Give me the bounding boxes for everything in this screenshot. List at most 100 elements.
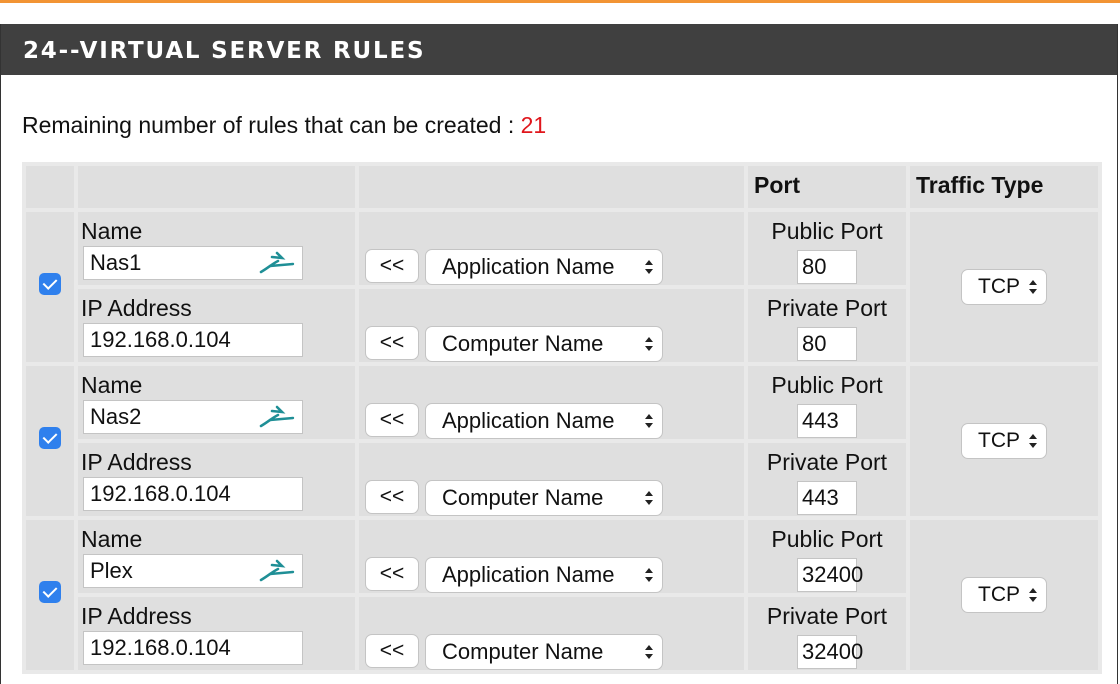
rule-checkbox-cell (26, 212, 74, 362)
rule-row-bottom: IP Address 192.168.0.104 << Computer Name… (26, 597, 1098, 670)
top-accent-strip (0, 0, 1120, 3)
ip-value: 192.168.0.104 (90, 481, 231, 506)
public-port-cell: Public Port 443 (748, 366, 906, 439)
name-label: Name (81, 218, 143, 244)
computer-select-value: Computer Name (442, 639, 604, 664)
ip-value: 192.168.0.104 (90, 635, 231, 660)
computer-name-select[interactable]: Computer Name (425, 480, 663, 516)
rules-table: Port Traffic Type Name Nas1 <<Applicatio… (22, 162, 1102, 674)
ip-cell: IP Address 192.168.0.104 (78, 443, 355, 516)
application-cell: << Application Name (359, 520, 744, 593)
rule-checkbox-cell (26, 520, 74, 670)
table-header-row: Port Traffic Type (26, 166, 1098, 208)
ip-cell: IP Address 192.168.0.104 (78, 597, 355, 670)
rule-checkbox-cell (26, 366, 74, 516)
updown-arrows-icon (645, 260, 653, 274)
updown-arrows-icon (645, 645, 653, 659)
header-traffic-type: Traffic Type (910, 166, 1098, 208)
ip-label: IP Address (81, 603, 192, 629)
copy-computer-button[interactable]: << (365, 634, 419, 668)
updown-arrows-icon (1029, 588, 1037, 602)
header-empty-app (359, 166, 744, 208)
application-name-select[interactable]: Application Name (425, 403, 663, 439)
traffic-type-select[interactable]: TCP (961, 577, 1047, 613)
autofill-key-icon[interactable] (258, 405, 296, 430)
updown-arrows-icon (645, 337, 653, 351)
private-port-cell: Private Port 80 (748, 289, 906, 362)
public-port-cell: Public Port 32400 (748, 520, 906, 593)
copy-application-button[interactable]: << (365, 557, 419, 591)
autofill-key-icon[interactable] (258, 559, 296, 584)
panel-title: 24--VIRTUAL SERVER RULES (1, 24, 1117, 75)
private-port-input[interactable]: 32400 (797, 635, 863, 669)
computer-select-value: Computer Name (442, 331, 604, 356)
name-cell: Name Nas1 (78, 212, 355, 285)
updown-arrows-icon (645, 414, 653, 428)
computer-cell: << Computer Name (359, 597, 744, 670)
private-port-cell: Private Port 443 (748, 443, 906, 516)
public-port-input[interactable]: 443 (797, 404, 857, 438)
rule-row-top: Name Nas2 << Application Name Public Port… (26, 366, 1098, 516)
rule-row-bottom: IP Address 192.168.0.104 << Computer Name… (26, 289, 1098, 362)
autofill-key-icon[interactable] (258, 251, 296, 276)
traffic-type-cell: TCP (910, 212, 1098, 362)
name-label: Name (81, 526, 143, 552)
computer-cell: << Computer Name (359, 443, 744, 516)
public-port-input[interactable]: 32400 (797, 558, 863, 592)
name-cell: Name Nas2 (78, 366, 355, 439)
updown-arrows-icon (1029, 280, 1037, 294)
updown-arrows-icon (645, 568, 653, 582)
rule-row-top: Name Plex << Application Name Public Port… (26, 520, 1098, 670)
traffic-type-cell: TCP (910, 366, 1098, 516)
application-cell: << Application Name (359, 366, 744, 439)
rule-row-bottom: IP Address 192.168.0.104 << Computer Name… (26, 443, 1098, 516)
private-port-input[interactable]: 80 (797, 327, 857, 361)
application-name-select[interactable]: Application Name (425, 557, 663, 593)
remaining-count: 21 (520, 112, 547, 138)
computer-name-select[interactable]: Computer Name (425, 634, 663, 670)
computer-select-value: Computer Name (442, 485, 604, 510)
application-cell: <<Application Name (359, 212, 744, 285)
public-port-label: Public Port (771, 218, 883, 244)
ip-address-input[interactable]: 192.168.0.104 (83, 631, 303, 665)
traffic-type-select[interactable]: TCP (961, 269, 1047, 305)
rule-row-top: Name Nas1 <<Application Name Public Port… (26, 212, 1098, 362)
public-port-input[interactable]: 80 (797, 250, 857, 284)
copy-computer-button[interactable]: << (365, 480, 419, 514)
name-input[interactable]: Nas2 (83, 400, 303, 434)
updown-arrows-icon (645, 491, 653, 505)
rule-enable-checkbox[interactable] (39, 427, 61, 449)
traffic-type-value: TCP (978, 429, 1020, 452)
name-input[interactable]: Nas1 (83, 246, 303, 280)
private-port-input[interactable]: 443 (797, 481, 857, 515)
rule-enable-checkbox[interactable] (39, 273, 61, 295)
name-cell: Name Plex (78, 520, 355, 593)
traffic-type-cell: TCP (910, 520, 1098, 670)
name-label: Name (81, 372, 143, 398)
copy-application-button[interactable]: << (365, 403, 419, 437)
copy-application-button[interactable]: << (365, 249, 419, 283)
copy-computer-button[interactable]: << (365, 326, 419, 360)
private-port-label: Private Port (766, 295, 888, 321)
public-port-cell: Public Port 80 (748, 212, 906, 285)
computer-cell: << Computer Name (359, 289, 744, 362)
ip-address-input[interactable]: 192.168.0.104 (83, 477, 303, 511)
rule-enable-checkbox[interactable] (39, 581, 61, 603)
application-name-select[interactable]: Application Name (425, 249, 663, 285)
remaining-rules: Remaining number of rules that can be cr… (22, 112, 546, 139)
name-value: Nas1 (90, 250, 142, 275)
traffic-type-value: TCP (978, 275, 1020, 298)
traffic-type-select[interactable]: TCP (961, 423, 1047, 459)
ip-label: IP Address (81, 295, 192, 321)
private-port-label: Private Port (766, 603, 888, 629)
remaining-label: Remaining number of rules that can be cr… (22, 112, 515, 138)
header-empty-check (26, 166, 74, 208)
ip-address-input[interactable]: 192.168.0.104 (83, 323, 303, 357)
ip-label: IP Address (81, 449, 192, 475)
ip-cell: IP Address 192.168.0.104 (78, 289, 355, 362)
application-select-value: Application Name (442, 562, 615, 587)
application-select-value: Application Name (442, 408, 615, 433)
name-input[interactable]: Plex (83, 554, 303, 588)
private-port-label: Private Port (766, 449, 888, 475)
computer-name-select[interactable]: Computer Name (425, 326, 663, 362)
